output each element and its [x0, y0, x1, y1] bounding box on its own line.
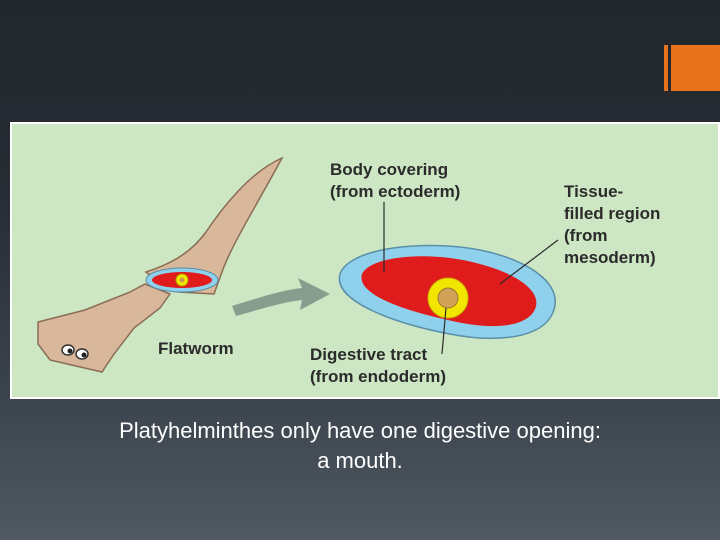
label-body-covering-1: Body covering: [330, 159, 448, 181]
label-tissue-3: (from: [564, 225, 607, 247]
label-tissue-4: mesoderm): [564, 247, 656, 269]
label-digestive-1: Digestive tract: [310, 344, 427, 366]
accent-bar-block: [671, 45, 720, 91]
flatworm-cut-section: [146, 268, 218, 292]
label-digestive-2: (from endoderm): [310, 366, 446, 388]
label-flatworm: Flatworm: [158, 338, 234, 360]
gut-cavity: [438, 288, 458, 308]
label-tissue-1: Tissue-: [564, 181, 623, 203]
label-body-covering-2: (from ectoderm): [330, 181, 460, 203]
slide-caption: Platyhelminthes only have one digestive …: [0, 416, 720, 476]
label-tissue-2: filled region: [564, 203, 660, 225]
flatworm-diagram: Body covering (from ectoderm) Tissue- fi…: [10, 122, 720, 399]
caption-line-1: Platyhelminthes only have one digestive …: [0, 416, 720, 446]
caption-line-2: a mouth.: [0, 446, 720, 476]
accent-bar-thin: [664, 45, 668, 91]
